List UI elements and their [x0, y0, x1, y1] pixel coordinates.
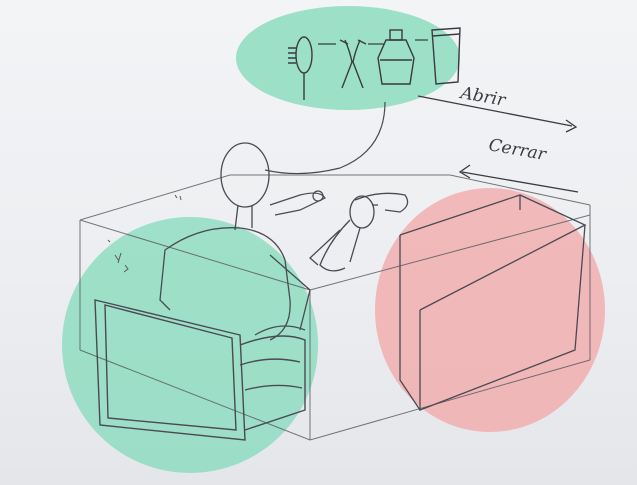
open-label: Abrir: [457, 83, 507, 111]
close-arrow: [460, 165, 578, 192]
close-label: Cerrar: [487, 135, 548, 165]
thought-line: [265, 102, 385, 174]
tools-bubble: [236, 6, 460, 110]
hand-sketch: [270, 191, 325, 215]
